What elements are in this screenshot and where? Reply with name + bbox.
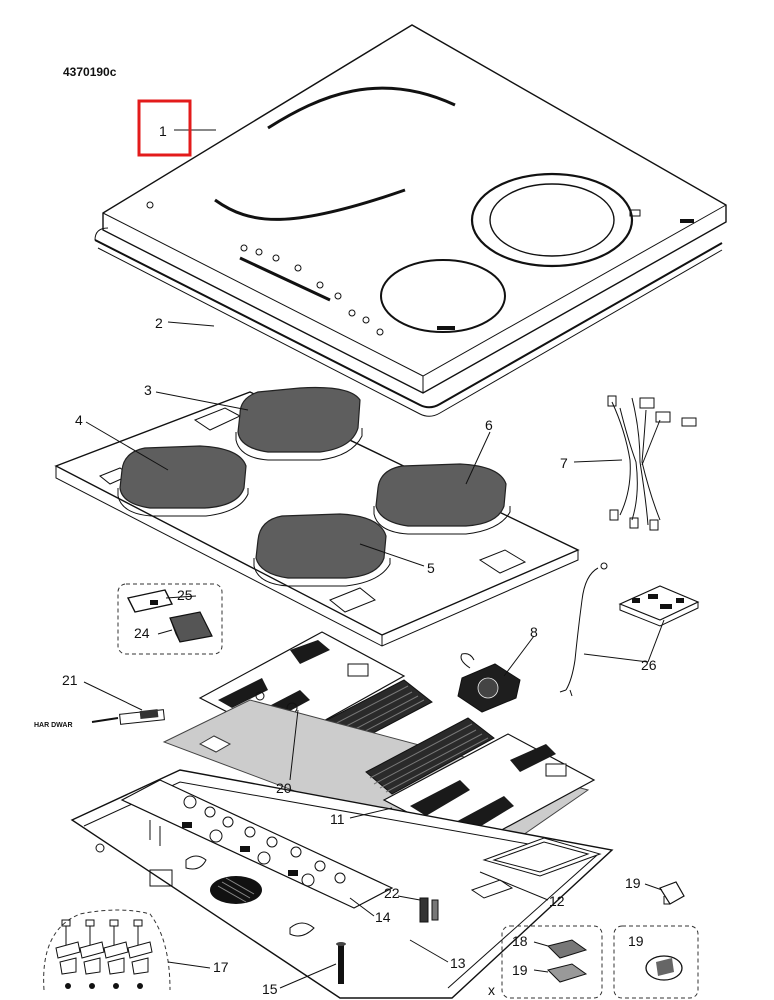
standoff-15 xyxy=(336,942,346,984)
part-label-1: 1 xyxy=(159,123,167,139)
part-label-19c: 19 xyxy=(628,933,644,949)
part-label-22: 22 xyxy=(384,885,400,901)
induction-coil-3 xyxy=(235,386,363,461)
part-label-4: 4 xyxy=(75,412,83,428)
part-label-8: 8 xyxy=(530,624,538,640)
control-module-26 xyxy=(559,562,700,697)
clip-group-18-19 xyxy=(501,925,603,999)
part-label-12: 12 xyxy=(549,893,565,909)
screw-22 xyxy=(419,897,439,923)
clip-19 xyxy=(659,881,685,905)
part-label-14: 14 xyxy=(375,909,391,925)
part-label-13: 13 xyxy=(450,955,466,971)
cooling-fan xyxy=(457,653,521,713)
part-label-5: 5 xyxy=(427,560,435,576)
part-label-24: 24 xyxy=(134,625,150,641)
part-label-17: 17 xyxy=(213,959,229,975)
induction-coil-5 xyxy=(253,513,391,587)
leader-lines xyxy=(83,129,665,989)
part-labels: 1 2 3 4 5 6 7 8 11 12 13 14 15 17 18 19 … xyxy=(62,123,657,998)
sensor-group-24-25 xyxy=(117,583,223,655)
control-board-14 xyxy=(120,779,394,909)
part-label-18: 18 xyxy=(512,933,528,949)
part-label-7: 7 xyxy=(560,455,568,471)
cable-marking: HAR DWAR xyxy=(34,722,73,729)
glass-top xyxy=(102,24,727,394)
part-label-15: 15 xyxy=(262,981,278,997)
part-label-19b: 19 xyxy=(625,875,641,891)
seal-gasket xyxy=(94,227,723,417)
part-label-6: 6 xyxy=(485,417,493,433)
wiring-harness xyxy=(607,395,697,531)
part-label-26: 26 xyxy=(641,657,657,673)
part-label-20: 20 xyxy=(276,780,292,796)
part-label-21: 21 xyxy=(62,672,78,688)
induction-coil-4 xyxy=(117,445,249,517)
part-label-19a: 19 xyxy=(512,962,528,978)
heatsink-right xyxy=(365,717,495,795)
diagram-code: 4370190c xyxy=(63,65,117,79)
foot-group-19 xyxy=(613,925,699,999)
feet-group-17 xyxy=(43,909,171,991)
part-label-3: 3 xyxy=(144,382,152,398)
x-mark: x xyxy=(488,982,495,998)
highlight-box xyxy=(137,99,192,157)
induction-coil-6 xyxy=(373,463,511,535)
part-label-25: 25 xyxy=(177,587,193,603)
part-label-11: 11 xyxy=(330,811,345,827)
mains-cable-21: HAR DWAR xyxy=(34,709,165,729)
part-label-2: 2 xyxy=(155,315,163,331)
